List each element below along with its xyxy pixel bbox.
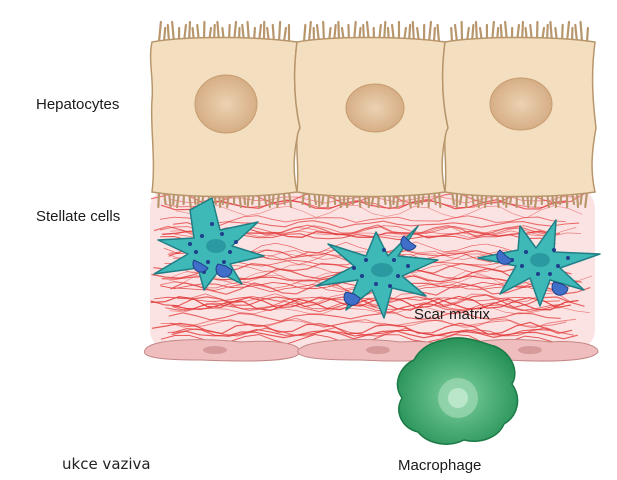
endothelial-nucleus xyxy=(203,346,227,354)
microvillus xyxy=(438,25,439,42)
endothelial-nucleus xyxy=(366,346,390,354)
scar-matrix-label: Scar matrix xyxy=(414,306,490,323)
stellate-nucleus xyxy=(530,253,550,267)
microvillus xyxy=(451,28,452,42)
microvillus xyxy=(304,25,305,42)
cropped-caption-text: ukce vaziva xyxy=(62,455,151,473)
stellate-cells-label: Stellate cells xyxy=(36,208,120,225)
microvillus xyxy=(587,28,588,42)
microvillus xyxy=(279,22,280,42)
macrophage-nucleus-inner xyxy=(448,388,468,408)
hepatocyte-nucleus xyxy=(490,78,552,130)
microvillus xyxy=(455,25,457,42)
microvillus xyxy=(439,192,440,207)
microvillus xyxy=(309,22,311,42)
macrophage-label: Macrophage xyxy=(398,457,481,474)
hepatocyte-nucleus xyxy=(346,84,404,132)
microvillus xyxy=(429,22,431,42)
endothelial-nucleus xyxy=(518,346,542,354)
stellate-nucleus xyxy=(206,239,226,253)
stellate-nucleus xyxy=(371,263,393,277)
hepatocyte-row xyxy=(151,22,596,207)
microvillus xyxy=(581,22,582,42)
hepatocytes-label: Hepatocytes xyxy=(36,96,119,113)
microvillus xyxy=(159,22,161,42)
hepatocyte-nucleus xyxy=(195,75,257,133)
microvillus xyxy=(158,192,159,207)
endothelial-layer xyxy=(144,340,598,361)
